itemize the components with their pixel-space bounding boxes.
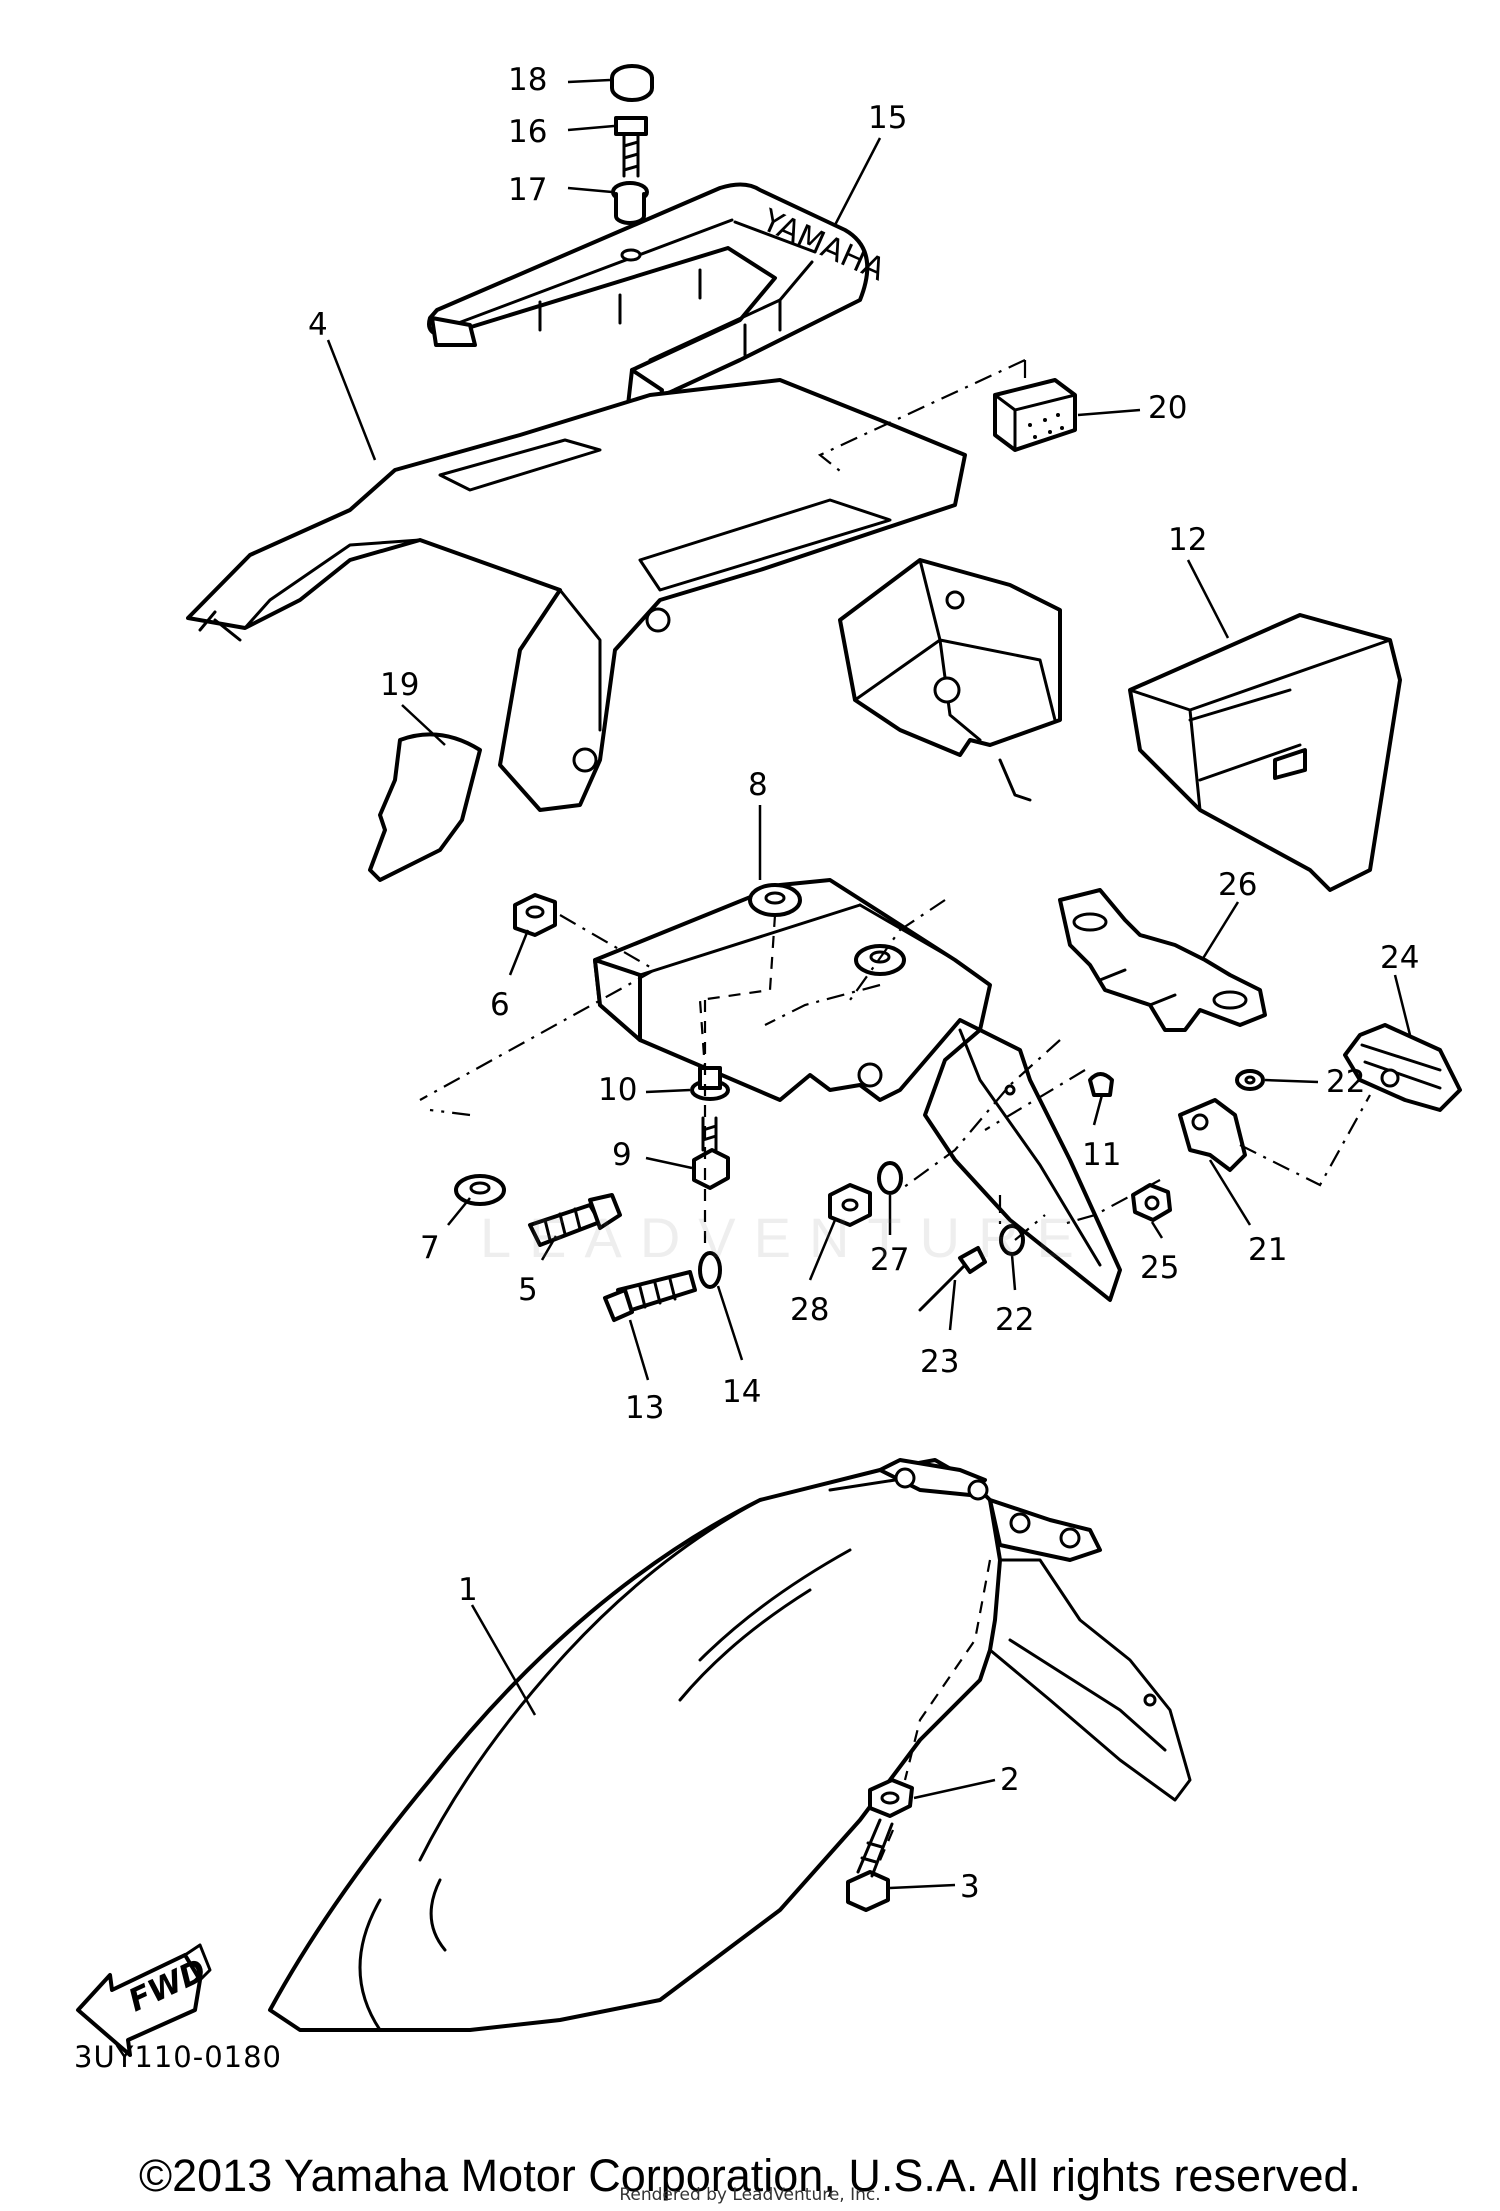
callout-13: 13 <box>625 1390 664 1426</box>
part-6-nut[interactable] <box>513 893 557 937</box>
part-24-reflector[interactable] <box>1343 1023 1462 1112</box>
callout-1: 1 <box>458 1572 478 1608</box>
part-15-grab-rail[interactable]: YAMAHA <box>427 182 890 417</box>
callout-23: 23 <box>920 1344 959 1380</box>
part-7-grommet[interactable] <box>454 1174 506 1206</box>
callout-7: 7 <box>420 1230 440 1266</box>
part-12-housing[interactable] <box>1128 613 1402 892</box>
rendered-by-credit: Rendered by LeadVenture, Inc. <box>619 2185 881 2205</box>
callout-5: 5 <box>518 1272 538 1308</box>
part-20-pad[interactable] <box>993 378 1077 452</box>
callout-8: 8 <box>748 767 768 803</box>
callout-10: 10 <box>598 1072 637 1108</box>
part-22-washer-b[interactable] <box>999 1224 1025 1256</box>
part-17-collar[interactable] <box>611 181 649 225</box>
part-28-nut[interactable] <box>828 1183 872 1227</box>
callout-24: 24 <box>1380 940 1419 976</box>
callout-21: 21 <box>1248 1232 1287 1268</box>
callout-20: 20 <box>1148 390 1187 426</box>
callout-25: 25 <box>1140 1250 1179 1286</box>
callout-28: 28 <box>790 1292 829 1328</box>
part-19-panel[interactable] <box>368 732 482 882</box>
leader-lines <box>326 78 1412 1890</box>
callout-labels: 18 16 17 15 4 20 12 19 8 6 26 24 10 11 2… <box>308 62 1419 1905</box>
part-4-carrier[interactable] <box>186 378 967 812</box>
bracket-mount[interactable] <box>838 558 1062 802</box>
part-14-washer[interactable] <box>698 1251 722 1289</box>
part-13-bolt[interactable] <box>603 1270 697 1322</box>
callout-22-a: 22 <box>1326 1064 1365 1100</box>
callout-4: 4 <box>308 307 328 343</box>
callout-27: 27 <box>870 1242 909 1278</box>
part-18-cap[interactable] <box>610 64 654 102</box>
callout-6: 6 <box>490 987 510 1023</box>
part-11-bolt[interactable] <box>1088 1072 1114 1097</box>
fwd-arrow-icon: FWD <box>76 1943 212 2057</box>
callout-15: 15 <box>868 100 907 136</box>
callout-16: 16 <box>508 114 547 150</box>
part-26-plate-bracket[interactable] <box>1058 888 1267 1032</box>
callout-18: 18 <box>508 62 547 98</box>
part-21-reflector-bracket[interactable] <box>1178 1098 1247 1172</box>
part-8-bracket[interactable] <box>593 878 1122 1302</box>
part-2-nut[interactable] <box>868 1778 914 1818</box>
callout-11: 11 <box>1082 1137 1121 1173</box>
callout-12: 12 <box>1168 522 1207 558</box>
part-27-washer[interactable] <box>877 1161 903 1195</box>
part-16-bolt[interactable] <box>614 116 648 178</box>
part-23-screw[interactable] <box>918 1246 987 1312</box>
part-22-washer-a[interactable] <box>1235 1069 1265 1091</box>
callout-3: 3 <box>960 1869 980 1905</box>
callout-14: 14 <box>722 1374 761 1410</box>
copyright-notice: ©2013 Yamaha Motor Corporation, U.S.A. A… <box>138 2150 1362 2201</box>
assembly-lines <box>419 359 1371 1866</box>
callout-2: 2 <box>1000 1762 1020 1798</box>
callout-26: 26 <box>1218 867 1257 903</box>
diagram-reference-code: 3UY110-0180 <box>74 2040 283 2074</box>
part-25-nut[interactable] <box>1131 1183 1172 1222</box>
callout-19: 19 <box>380 667 419 703</box>
callout-17: 17 <box>508 172 547 208</box>
part-3-bolt[interactable] <box>846 1818 894 1912</box>
watermark: LEADVENTURE <box>480 1206 1092 1269</box>
part-9-bolt[interactable] <box>692 1116 730 1190</box>
part-1-fender[interactable] <box>268 1458 1192 2032</box>
callout-22-b: 22 <box>995 1302 1034 1338</box>
callout-9: 9 <box>612 1137 632 1173</box>
part-5-bolt[interactable] <box>528 1193 622 1247</box>
